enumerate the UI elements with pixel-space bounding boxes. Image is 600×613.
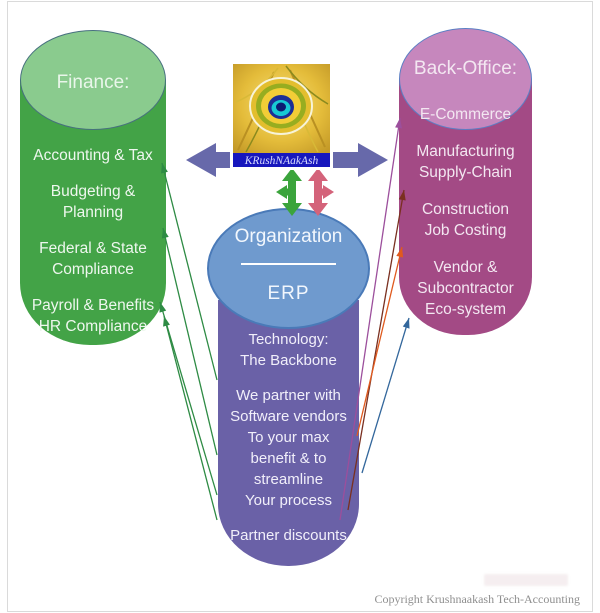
backoffice-item: E-Commerce [419,106,512,123]
peacock-feather-logo: KRushNAakAsh [230,62,333,170]
finance-item: Budgeting & Planning [50,183,136,221]
backoffice-item: Construction Job Costing [421,201,509,239]
logo-caption: KRushNAakAsh [244,155,319,167]
erp-label: ERP [267,283,310,304]
erp-paragraph: Partner discounts [230,527,347,544]
copyright-text: Copyright Krushnaakash Tech-Accounting [374,592,580,606]
finance-item: Accounting & Tax [33,147,153,164]
erp-cylinder [218,300,359,566]
backoffice-item: Manufacturing Supply-Chain [416,143,515,181]
frame-border [7,1,593,612]
finance-list: Accounting & Tax Budgeting & Planning Fe… [17,145,169,352]
finance-cylinder-top [20,30,166,130]
finance-item: Payroll & Benefits HR Compliance [31,297,155,335]
organization-divider [241,263,336,265]
watermark [484,574,568,586]
erp-paragraph: Technology: The Backbone [240,331,337,369]
backoffice-list: E-Commerce Manufacturing Supply-Chain Co… [396,104,535,336]
backoffice-cylinder-top [399,28,532,130]
finance-item: Federal & State Compliance [39,240,147,278]
finance-title: Finance: [56,72,130,93]
backoffice-title: Back-Office: [413,58,518,79]
erp-details-list: Technology: The Backbone We partner with… [213,329,364,560]
organization-title: Organization [234,226,343,247]
organization-ellipse: Organization ERP [207,208,370,329]
backoffice-item: Vendor & Subcontractor Eco-system [417,259,514,318]
erp-paragraph: We partner with Software vendors To your… [230,387,347,509]
